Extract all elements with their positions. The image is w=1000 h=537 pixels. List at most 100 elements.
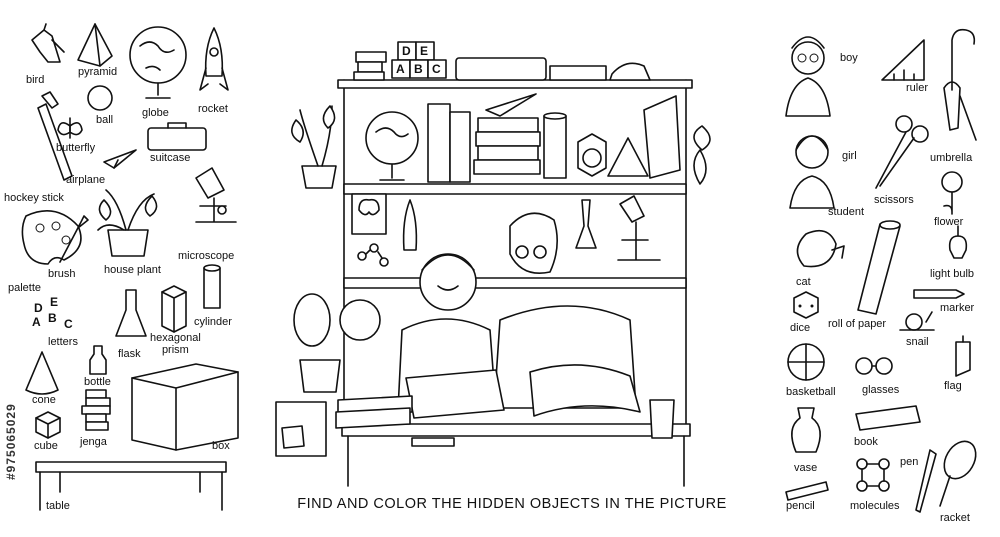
box-icon[interactable]	[132, 364, 238, 450]
label-cat: cat	[796, 276, 811, 288]
label-cube: cube	[34, 440, 58, 452]
label-flower: flower	[934, 216, 964, 228]
basketball-icon[interactable]	[788, 344, 824, 380]
label-student: student	[828, 206, 865, 218]
ruler-icon[interactable]	[882, 40, 924, 80]
hexagonal-prism-icon[interactable]	[162, 286, 186, 332]
block-letter-d: D	[402, 44, 411, 58]
molecules-icon[interactable]	[857, 459, 889, 491]
butterfly-icon[interactable]	[58, 118, 82, 138]
label-pencil: pencil	[786, 500, 815, 512]
label-suitcase: suitcase	[150, 152, 191, 164]
label-roll-of-paper: roll of paper	[828, 318, 887, 330]
marker-icon[interactable]	[914, 290, 964, 298]
label-flask: flask	[118, 348, 141, 360]
label-book: book	[854, 436, 878, 448]
label-airplane: airplane	[66, 174, 106, 186]
label-butterfly: butterfly	[56, 142, 96, 154]
brush-icon[interactable]	[60, 216, 88, 262]
label-bird: bird	[26, 74, 45, 86]
microscope-icon[interactable]	[196, 168, 236, 222]
label-pen: pen	[900, 456, 919, 468]
label-cylinder: cylinder	[194, 316, 232, 328]
pyramid-icon[interactable]	[78, 24, 112, 66]
bottle-icon[interactable]	[90, 346, 106, 374]
rocket-icon[interactable]	[200, 28, 228, 90]
letters-icon: D E A B C	[32, 295, 73, 331]
label-dice: dice	[790, 322, 811, 334]
hockey-stick-icon[interactable]	[38, 92, 72, 180]
label-table: table	[46, 500, 70, 512]
label-pyramid: pyramid	[78, 66, 118, 78]
block-letter-c: C	[432, 62, 441, 76]
glasses-icon[interactable]	[856, 358, 892, 374]
label-molecules: molecules	[850, 500, 900, 512]
dice-icon[interactable]	[794, 292, 818, 318]
racket-icon[interactable]	[938, 436, 982, 506]
label-bottle: bottle	[84, 376, 111, 388]
flask-icon[interactable]	[116, 290, 146, 336]
block-letter-a: A	[396, 62, 405, 76]
house-plant-icon[interactable]	[98, 190, 157, 256]
cube-icon[interactable]	[36, 412, 60, 438]
label-letters: letters	[48, 336, 78, 348]
letters-icon-a: A	[32, 315, 41, 329]
letters-icon-e: E	[50, 295, 58, 309]
cat-icon[interactable]	[797, 231, 844, 267]
block-letter-e: E	[420, 44, 429, 58]
bird-icon[interactable]	[32, 24, 64, 62]
stock-id: #975065029	[4, 403, 18, 480]
flag-icon[interactable]	[956, 336, 970, 376]
ball-icon[interactable]	[88, 86, 112, 110]
label-ruler: ruler	[906, 82, 929, 94]
label-vase: vase	[794, 462, 818, 474]
label-globe: globe	[142, 107, 169, 119]
letters-icon-d: D	[34, 301, 43, 315]
instruction-title: FIND AND COLOR THE HIDDEN OBJECTS IN THE…	[297, 496, 727, 512]
label-hockey-stick: hockey stick	[4, 192, 64, 204]
label-rocket: rocket	[198, 103, 228, 115]
label-palette: palette	[8, 282, 42, 294]
label-racket: racket	[940, 512, 970, 524]
label-girl: girl	[842, 150, 857, 162]
label-marker: marker	[940, 302, 975, 314]
boy-icon[interactable]	[786, 37, 830, 116]
label-basketball: basketball	[786, 386, 836, 398]
book-icon[interactable]	[856, 406, 920, 430]
label-scissors: scissors	[874, 194, 914, 206]
pen-icon[interactable]	[916, 450, 936, 512]
cone-icon[interactable]	[26, 352, 58, 394]
label-brush: brush	[48, 268, 76, 280]
flower-icon[interactable]	[942, 172, 962, 214]
globe-icon[interactable]	[130, 27, 186, 98]
table-icon[interactable]	[36, 462, 226, 510]
pencil-icon[interactable]	[786, 482, 828, 500]
label-umbrella: umbrella	[930, 152, 973, 164]
label-ball: ball	[96, 114, 114, 126]
label-snail: snail	[906, 336, 929, 348]
label-light-bulb: light bulb	[930, 268, 975, 280]
label-microscope: microscope	[178, 250, 235, 262]
vase-icon[interactable]	[792, 408, 820, 452]
airplane-icon[interactable]	[104, 150, 136, 168]
snail-icon[interactable]	[900, 312, 934, 330]
scissors-icon[interactable]	[876, 116, 928, 188]
label-glasses: glasses	[862, 384, 900, 396]
roll-of-paper-icon[interactable]	[858, 221, 900, 314]
label-hexagonal-prism: hexagonal prism	[150, 332, 201, 356]
label-boy: boy	[840, 52, 858, 64]
scene	[276, 42, 710, 486]
umbrella-icon[interactable]	[944, 30, 976, 140]
jenga-icon[interactable]	[82, 390, 110, 430]
label-flag: flag	[944, 380, 962, 392]
girl-icon[interactable]	[790, 136, 834, 208]
suitcase-icon[interactable]	[148, 123, 206, 150]
light-bulb-icon[interactable]	[950, 226, 967, 258]
block-letter-b: B	[414, 62, 423, 76]
cylinder-icon[interactable]	[204, 265, 220, 308]
label-box: box	[212, 440, 230, 452]
label-jenga: jenga	[80, 436, 107, 448]
label-house-plant: house plant	[104, 264, 161, 276]
